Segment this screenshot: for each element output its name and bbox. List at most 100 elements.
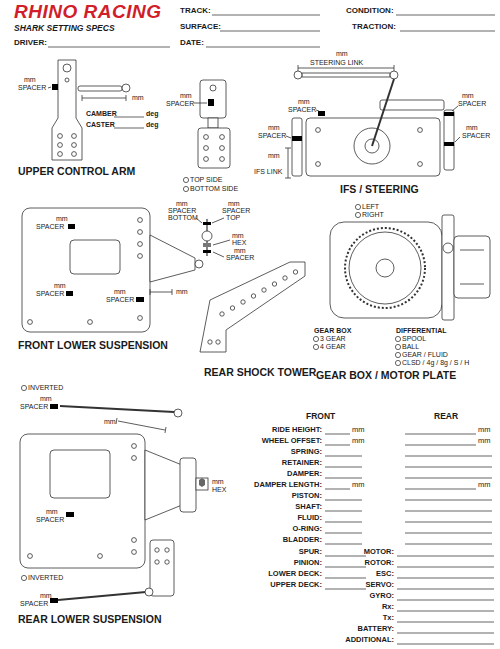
form-lines-line xyxy=(206,47,320,48)
table-lines-line xyxy=(397,633,494,634)
front-lower-suspension-circle xyxy=(138,230,143,235)
ifs-steering-assembly-rect xyxy=(302,73,390,77)
form-lines-line xyxy=(212,15,320,16)
gear-box-circle xyxy=(443,243,453,253)
ifs-steering-assembly-rect xyxy=(380,100,444,110)
rear-shock-tower xyxy=(196,218,305,352)
ifs-steering-assembly-line xyxy=(316,110,319,111)
ifs-steering-assembly-line xyxy=(298,65,299,71)
gear-box-rect xyxy=(454,236,490,298)
part-label: SPOOL xyxy=(402,335,426,342)
part-label: CLSD / 4g / 8g / S / H xyxy=(402,359,469,366)
field-label: UPPER DECK: xyxy=(270,581,322,589)
rear-lower-suspension-rect xyxy=(66,512,74,517)
table-lines-line xyxy=(397,644,494,645)
part-label: SPACER xyxy=(222,207,250,214)
front-lower-suspension-rect xyxy=(22,208,150,332)
ifs-steering-assembly-line xyxy=(372,79,394,146)
upper-control-arm-circle xyxy=(58,143,63,148)
steering-block-circle xyxy=(210,85,216,91)
rear-shock-tower-g xyxy=(220,270,298,316)
field-label: Rx: xyxy=(382,603,394,611)
ifs-steering-assembly-rect xyxy=(292,118,302,176)
upper-control-arm-line xyxy=(48,87,51,88)
table-lines-line xyxy=(397,556,494,557)
rear-shock-tower-line xyxy=(213,240,230,245)
rear-lower-suspension-circle xyxy=(174,409,182,417)
rear-lower-suspension-circle xyxy=(132,538,137,543)
part-label: mm xyxy=(234,247,246,254)
radio-buttons-circle xyxy=(395,336,400,341)
rear-lower-suspension-circle xyxy=(145,588,153,596)
ifs-steering-assembly-rect xyxy=(444,110,454,170)
steering-block-circle xyxy=(204,157,209,162)
section-heading: REAR SHOCK TOWER xyxy=(204,367,316,378)
front-lower-suspension-circle xyxy=(195,260,203,268)
ifs-steering-assembly-line xyxy=(298,68,394,69)
ifs-steering-assembly-circle xyxy=(316,128,321,133)
steering-block-circle xyxy=(204,146,209,151)
rear-lower-suspension-circle xyxy=(132,456,137,461)
part-label: RIGHT xyxy=(362,211,384,218)
field-label: BATTERY: xyxy=(357,625,394,633)
radio-buttons-circle xyxy=(183,177,188,182)
front-lower-suspension-circle xyxy=(88,320,93,325)
rear-shock-tower-g-circle xyxy=(230,306,234,310)
part-label: mm xyxy=(336,50,348,57)
table-lines-line xyxy=(405,489,476,490)
field-label: DAMPER LENGTH: xyxy=(254,481,322,489)
rear-lower-suspension-circle xyxy=(98,554,103,559)
upper-control-arm-circle xyxy=(58,152,63,157)
part-label: INVERTED xyxy=(28,574,63,581)
radio-buttons-circle xyxy=(395,344,400,349)
radio-buttons-circle xyxy=(355,204,360,209)
table-lines-line xyxy=(397,578,494,579)
part-label: mm xyxy=(478,437,491,445)
ifs-steering-assembly-circle xyxy=(316,162,321,167)
radio-buttons-circle xyxy=(355,212,360,217)
rear-shock-tower-g-circle xyxy=(272,282,276,286)
field-label: CASTER xyxy=(86,121,115,128)
gear-box-circle xyxy=(376,259,394,277)
field-label: MOTOR: xyxy=(364,548,394,556)
ifs-steering-assembly-rect xyxy=(444,142,454,146)
gear-box-rect xyxy=(330,222,442,318)
rear-lower-suspension-line xyxy=(116,418,117,424)
field-label: RETAINER: xyxy=(282,459,322,467)
part-label: SPACER xyxy=(258,132,286,139)
rear-lower-suspension-circle xyxy=(155,560,159,564)
field-label: PISTON: xyxy=(292,492,322,500)
field-label: GEAR BOX xyxy=(314,327,351,334)
rear-lower-suspension xyxy=(20,404,208,603)
upper-control-arm-circle xyxy=(72,152,77,157)
section-heading: UPPER CONTROL ARM xyxy=(18,166,135,177)
field-label: TRACK: xyxy=(180,7,211,15)
ifs-steering-assembly-circle xyxy=(418,128,423,133)
front-lower-suspension-path xyxy=(150,235,195,282)
field-label: GYRO: xyxy=(369,592,394,600)
field-label: FLUID: xyxy=(297,514,322,522)
upper-control-arm-line xyxy=(82,95,83,101)
gear-box-circle xyxy=(349,232,421,304)
table-lines-line xyxy=(325,456,362,457)
upper-control-arm xyxy=(48,60,130,160)
field-label: DAMPER: xyxy=(287,470,322,478)
radio-buttons-circle xyxy=(395,352,400,357)
table-lines-line xyxy=(405,500,492,501)
part-label: STEERING LINK xyxy=(310,59,363,66)
part-label: SPACER xyxy=(462,132,490,139)
ifs-steering-assembly-line xyxy=(455,137,460,142)
part-label: SPACER xyxy=(20,403,48,410)
part-label: SPACER xyxy=(20,600,48,607)
part-label: mm xyxy=(462,92,474,99)
rear-lower-suspension-rect xyxy=(180,458,196,512)
part-label: mm xyxy=(352,426,365,434)
field-label: SHAFT: xyxy=(295,503,322,511)
radio-buttons-circle xyxy=(21,385,26,390)
table-lines xyxy=(325,434,494,644)
upper-control-arm-circle xyxy=(122,84,130,92)
ifs-steering-assembly-line xyxy=(286,136,291,138)
table-lines-line xyxy=(405,544,492,545)
ifs-steering-assembly-rect xyxy=(306,118,440,176)
ifs-steering-assembly-rect xyxy=(444,112,454,116)
